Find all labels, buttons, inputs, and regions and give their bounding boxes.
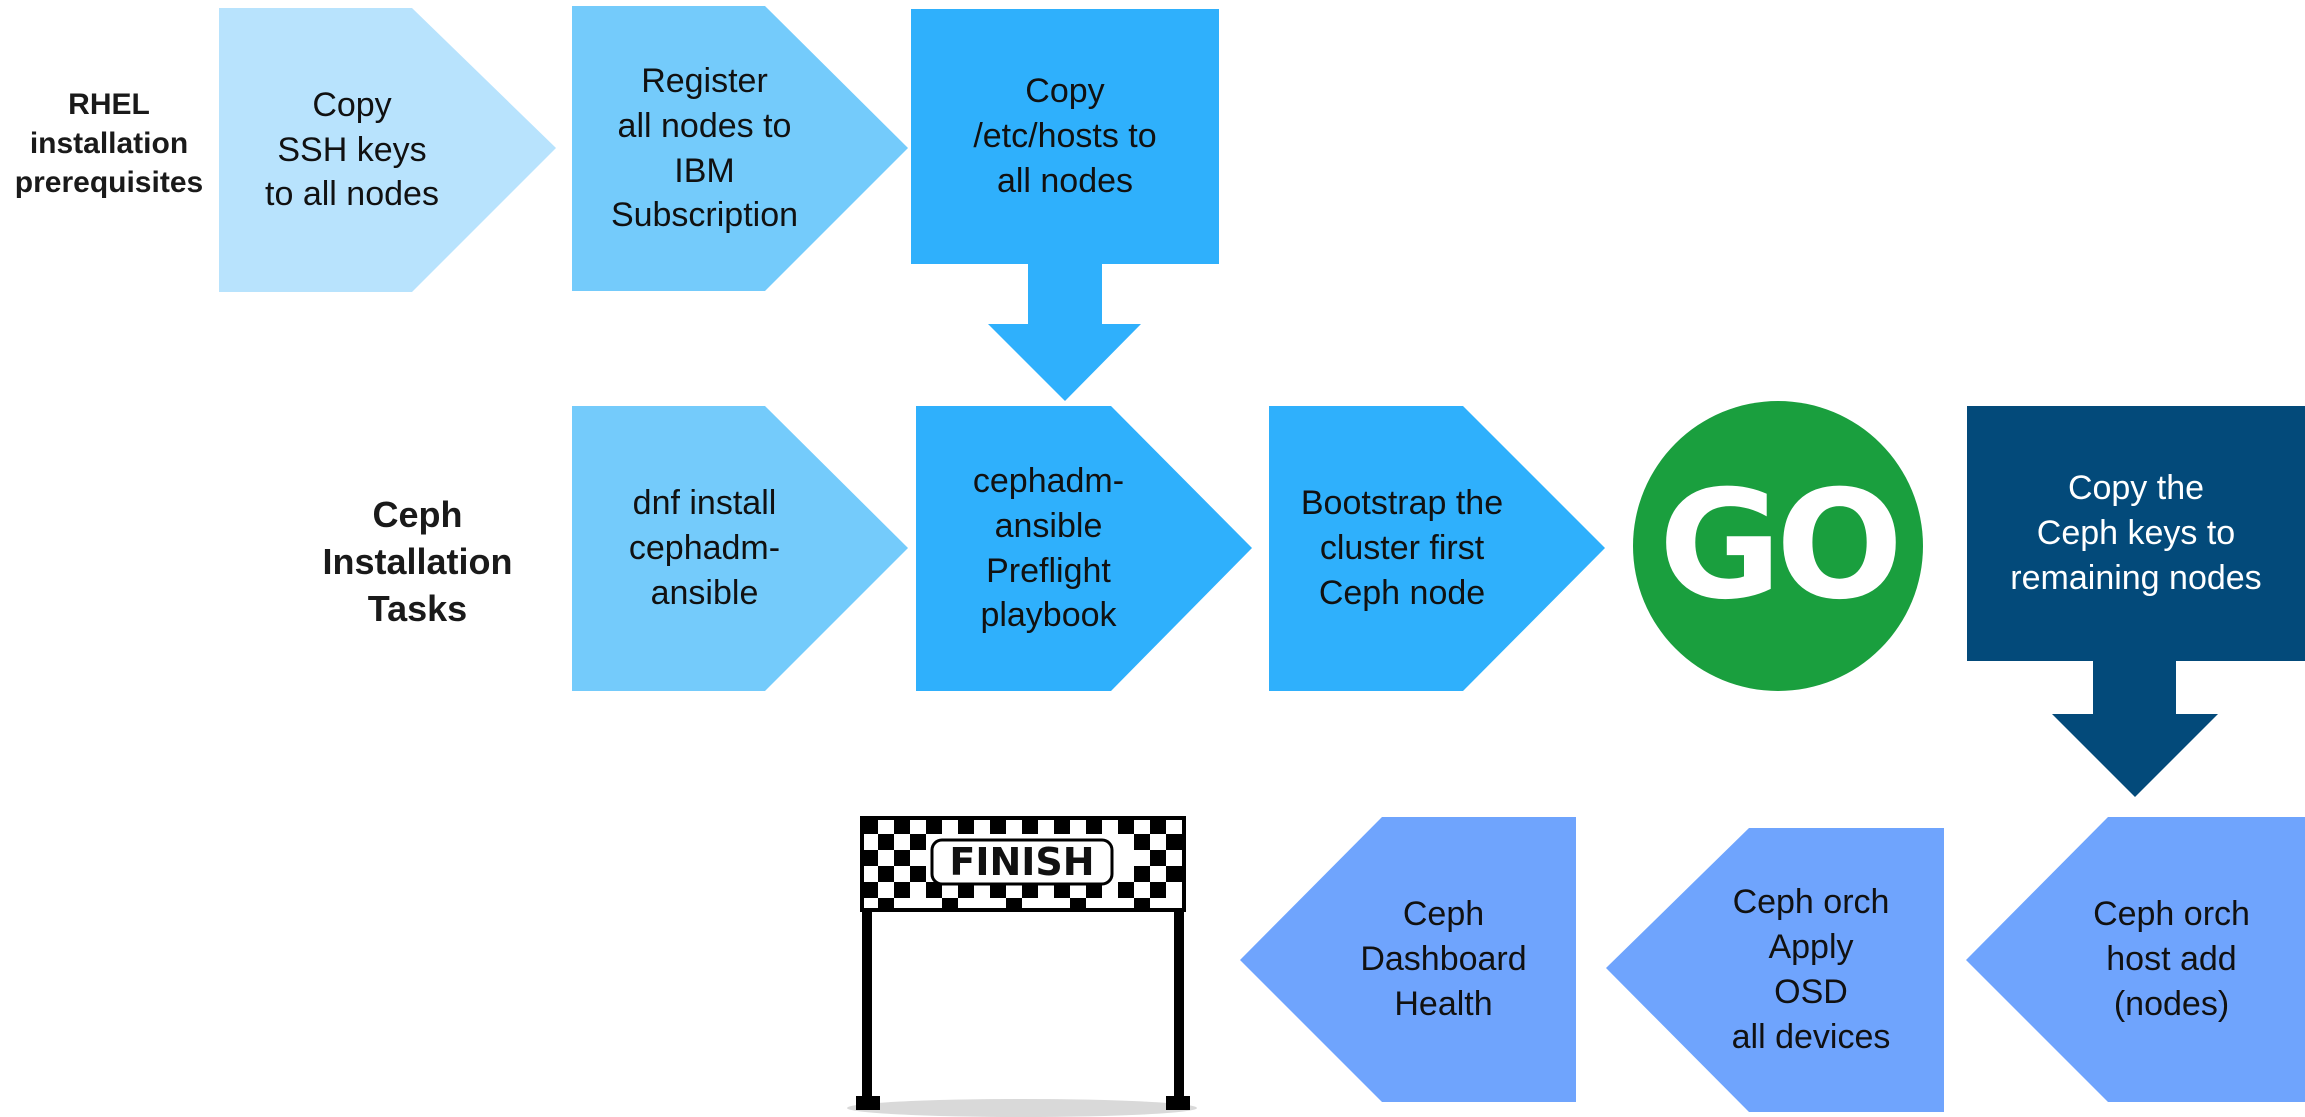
go-badge-text: GO [1658, 459, 1904, 633]
step-copy-etc-hosts-label: Copy /etc/hosts to all nodes [973, 72, 1157, 200]
finish-gate-icon [847, 816, 1197, 1117]
down-arrow-ceph-keys [2052, 661, 2218, 797]
down-arrow-hosts [988, 264, 1141, 401]
step-copy-etc-hosts-shape [911, 9, 1219, 264]
step-copy-ceph-keys-shape [1967, 406, 2305, 661]
step-dnf-install-shape [572, 406, 908, 691]
finish-banner-text: FINISH [949, 840, 1095, 884]
go-badge-circle [1633, 401, 1923, 691]
step-copy-ceph-keys-label: Copy the Ceph keys to remaining nodes [2010, 469, 2262, 597]
step-preflight-playbook-label: cephadm- ansible Preflight playbook [972, 461, 1125, 635]
step-dnf-install-label: dnf install cephadm- ansible [628, 484, 781, 612]
step-dashboard-health-shape [1240, 817, 1576, 1102]
step-orch-apply-osd-label: Ceph orch Apply OSD all devices [1731, 883, 1891, 1056]
step-orch-host-add-label: Ceph orch host add (nodes) [2093, 895, 2250, 1023]
step-register-nodes-label: Register all nodes to IBM Subscription [610, 61, 799, 235]
step-bootstrap-cluster-label: Bootstrap the cluster first Ceph node [1300, 484, 1504, 612]
step-copy-ssh-keys-shape [219, 8, 556, 292]
row-label-ceph: Ceph Installation Tasks [322, 494, 513, 629]
step-orch-host-add-shape [1966, 817, 2305, 1102]
step-register-nodes-shape [572, 6, 908, 291]
step-bootstrap-cluster-shape [1269, 406, 1605, 691]
step-dashboard-health-label: Ceph Dashboard Health [1360, 895, 1527, 1023]
step-orch-apply-osd-shape [1606, 828, 1944, 1112]
row-label-rhel: RHEL installation prerequisites [14, 88, 204, 199]
step-preflight-playbook-shape [916, 406, 1252, 691]
step-copy-ssh-keys-label: Copy SSH keys to all nodes [265, 85, 439, 214]
